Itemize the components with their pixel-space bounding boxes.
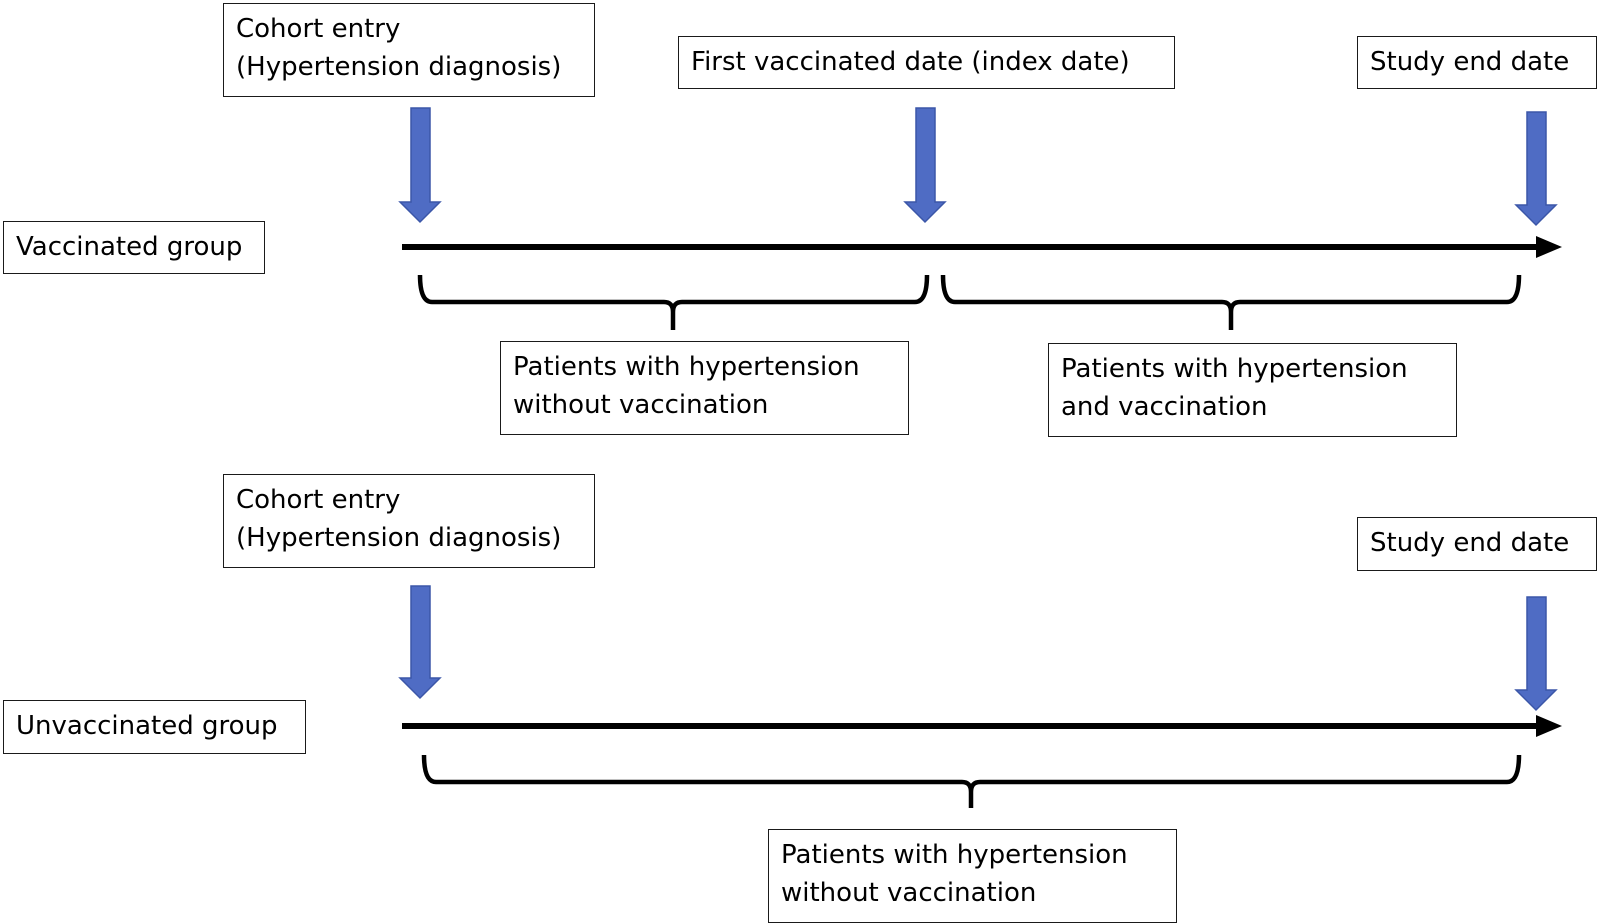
unvaccinated-study-end-arrow <box>1514 596 1558 712</box>
unvaccinated-cohort-entry-arrow <box>398 585 442 700</box>
unvaccinated-period-without-box: Patients with hypertension without vacci… <box>768 829 1177 923</box>
vaccinated-cohort-entry-arrow <box>398 107 442 224</box>
vaccinated-index-date-arrow <box>903 107 947 224</box>
period-without-line1: Patients with hypertension <box>513 352 860 382</box>
vaccinated-group-label: Vaccinated group <box>3 221 265 274</box>
period-without-line2: without vaccination <box>513 390 769 420</box>
vaccinated-group-text: Vaccinated group <box>16 232 243 262</box>
vaccinated-cohort-entry-box: Cohort entry (Hypertension diagnosis) <box>223 3 595 97</box>
unvaccinated-brace-without <box>421 754 1522 808</box>
cohort-entry-subtitle: (Hypertension diagnosis) <box>236 523 562 553</box>
period-with-line2: and vaccination <box>1061 392 1268 422</box>
vaccinated-period-without-box: Patients with hypertension without vacci… <box>500 341 909 435</box>
period-with-line1: Patients with hypertension <box>1061 354 1408 384</box>
vaccinated-study-end-box: Study end date <box>1357 36 1597 89</box>
study-end-text: Study end date <box>1370 47 1570 77</box>
period-without-line2: without vaccination <box>781 878 1037 908</box>
unvaccinated-timeline <box>402 715 1562 737</box>
vaccinated-timeline <box>402 236 1562 258</box>
cohort-entry-subtitle: (Hypertension diagnosis) <box>236 52 562 82</box>
index-date-text: First vaccinated date (index date) <box>691 47 1130 77</box>
cohort-entry-title: Cohort entry <box>236 14 401 44</box>
vaccinated-index-date-box: First vaccinated date (index date) <box>678 36 1175 89</box>
unvaccinated-group-label: Unvaccinated group <box>3 700 306 754</box>
vaccinated-brace-without <box>417 274 930 330</box>
unvaccinated-cohort-entry-box: Cohort entry (Hypertension diagnosis) <box>223 474 595 568</box>
vaccinated-brace-with <box>940 274 1522 330</box>
vaccinated-period-with-box: Patients with hypertension and vaccinati… <box>1048 343 1457 437</box>
study-end-text: Study end date <box>1370 528 1570 558</box>
cohort-entry-title: Cohort entry <box>236 485 401 515</box>
vaccinated-study-end-arrow <box>1514 111 1558 227</box>
unvaccinated-study-end-box: Study end date <box>1357 517 1597 571</box>
period-without-line1: Patients with hypertension <box>781 840 1128 870</box>
unvaccinated-group-text: Unvaccinated group <box>16 711 278 741</box>
